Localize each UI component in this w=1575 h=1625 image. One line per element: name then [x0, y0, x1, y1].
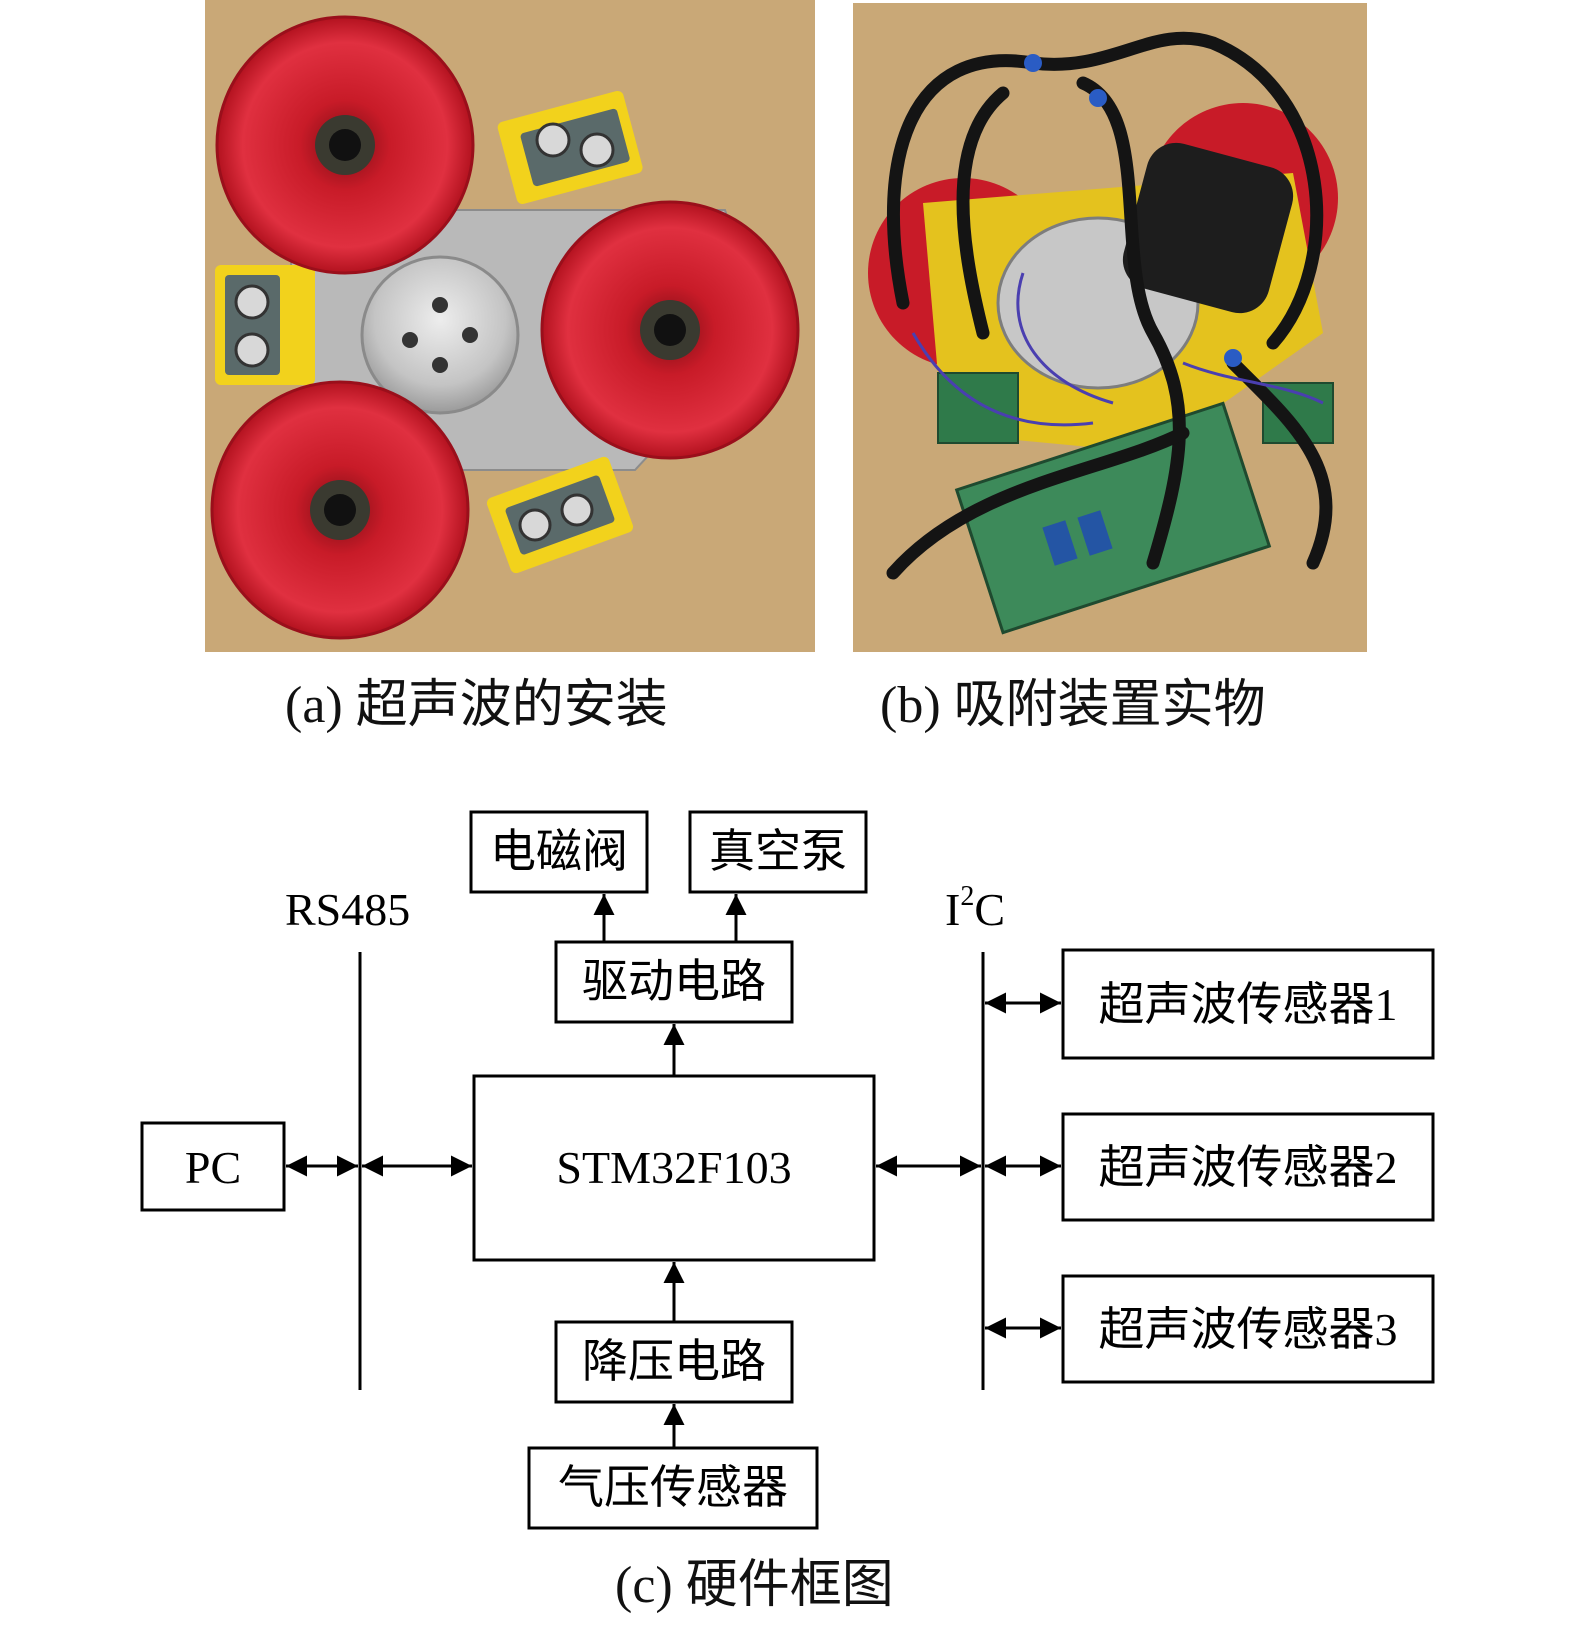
caption-c: (c) 硬件框图 — [615, 1557, 894, 1614]
ultrasonic-sensor-bottom — [505, 475, 615, 555]
ultrasonic-sensor-1-label: 超声波传感器1 — [1099, 979, 1398, 1030]
node-driver-circuit: 驱动电路 — [554, 940, 794, 1024]
suction-cup-bottom-left — [210, 380, 470, 640]
node-buck-circuit: 降压电路 — [554, 1320, 794, 1404]
node-mcu: STM32F103 — [472, 1074, 876, 1262]
caption-a: (a) 超声波的安装 — [285, 677, 668, 734]
control-board-small-left — [937, 372, 1019, 444]
center-hub — [360, 255, 520, 415]
mcu-label: STM32F103 — [556, 1142, 791, 1193]
vacuum-tubes — [886, 31, 1333, 580]
control-board-main — [954, 401, 1272, 635]
node-pc: PC — [140, 1121, 286, 1212]
i2c-bus-label: I2C — [945, 881, 1005, 935]
node-ultrasonic-sensor-1: 超声波传感器1 — [1061, 948, 1435, 1060]
node-solenoid-valve: 电磁阀 — [469, 810, 649, 894]
suction-cup-top-left — [215, 15, 475, 275]
ultrasonic-sensor-2-label: 超声波传感器2 — [1099, 1142, 1398, 1193]
suction-cup-right — [540, 200, 800, 460]
vacuum-pump-body — [1122, 142, 1294, 314]
solenoid-valve-label: 电磁阀 — [490, 826, 628, 877]
photo-b-adsorption-device — [853, 3, 1367, 652]
buck-circuit-label: 降压电路 — [582, 1336, 766, 1387]
signal-wires — [911, 272, 1324, 427]
tube-connector-2 — [1089, 89, 1107, 107]
ultrasonic-sensor-left — [225, 275, 280, 375]
photo-b-drawing — [853, 3, 1367, 652]
pc-label: PC — [185, 1142, 241, 1193]
driver-circuit-label: 驱动电路 — [582, 956, 766, 1007]
relay-1 — [1042, 520, 1078, 566]
ultrasonic-sensor-top — [520, 108, 630, 187]
node-ultrasonic-sensor-2: 超声波传感器2 — [1061, 1112, 1435, 1222]
photo-a-ultrasonic-installation — [205, 0, 815, 652]
node-vacuum-pump: 真空泵 — [688, 810, 868, 894]
relay-2 — [1077, 510, 1113, 556]
i2c-label-main: I — [945, 884, 960, 935]
node-ultrasonic-sensor-3: 超声波传感器3 — [1061, 1274, 1435, 1384]
tube-connector-1 — [1024, 54, 1042, 72]
photo-a-drawing — [205, 0, 815, 652]
ultrasonic-sensor-3-label: 超声波传感器3 — [1099, 1304, 1398, 1355]
i2c-label-superscript: 2 — [960, 881, 974, 912]
rs485-bus-label: RS485 — [285, 884, 410, 935]
pressure-sensor-label: 气压传感器 — [558, 1462, 788, 1513]
caption-b: (b) 吸附装置实物 — [880, 677, 1266, 734]
vacuum-pump-label: 真空泵 — [709, 826, 847, 877]
i2c-label-tail: C — [974, 884, 1005, 935]
node-pressure-sensor: 气压传感器 — [527, 1446, 819, 1530]
tube-connector-3 — [1224, 349, 1242, 367]
